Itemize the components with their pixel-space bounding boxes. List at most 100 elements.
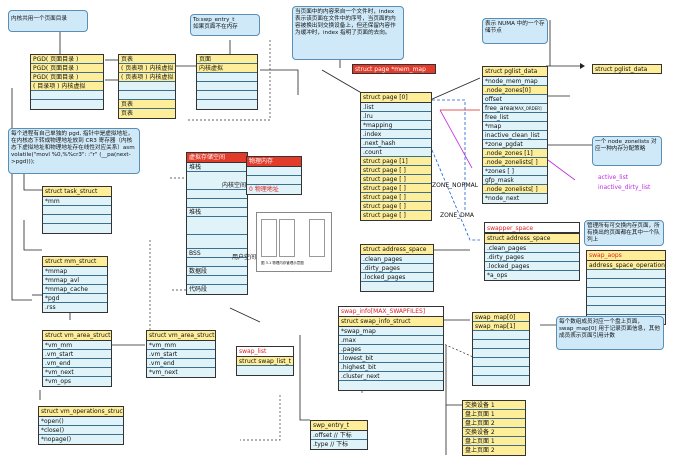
vma2-title: struct vm_area_struct <box>147 331 215 341</box>
swap-info-field: .cluster_next <box>339 372 443 381</box>
pgd-entry: PGD( 页面目录 ) <box>31 73 103 82</box>
pglist-field: *map <box>483 122 547 131</box>
pglist-field: .node_zones[0] <box>483 86 547 95</box>
note-text: 一个 node_zonelists 对应一种内存分配策略 <box>595 139 657 152</box>
vma1-field: *vm_ops <box>43 377 111 386</box>
swap-info-struct: swap_info[MAX_SWAPFILES] struct swap_inf… <box>338 306 444 391</box>
mm-struct: struct mm_struct *mmap *mmap_avl *mmap_c… <box>42 256 108 313</box>
swap-info-field: .lowest_bit <box>339 354 443 363</box>
page-table-entry <box>119 91 175 100</box>
task-struct-field <box>43 206 111 215</box>
vm-segment: 堆栈 <box>187 208 247 217</box>
swapper-space-text: swapper_space <box>487 225 534 232</box>
vm-area-struct-1: struct vm_area_struct *vm_mm .vm_start .… <box>42 330 112 387</box>
address-space-mid-field: .locked_pages <box>361 273 433 282</box>
struct-page-0-title: struct page [0] <box>361 93 431 103</box>
swap-device-item: 盘上页面 1 <box>463 437 525 446</box>
swap-map-entry <box>473 349 529 358</box>
pglist-field: .node_zonelists[ ] <box>483 158 547 167</box>
task-struct-field <box>43 224 111 233</box>
mm-struct-field: *mmap <box>43 267 107 276</box>
page-table-entry: 页表 <box>119 100 175 109</box>
kernel-space-label: 内核空间>3G <box>222 182 260 189</box>
vm-segment: 堆栈 <box>187 163 247 172</box>
swap-info-array-label: swap_info[MAX_SWAPFILES] <box>339 307 443 317</box>
virtual-memory-title: 虚拟存储空间 <box>187 153 247 163</box>
pgd-entry <box>31 100 103 109</box>
aso-row <box>587 288 665 297</box>
swap-info-field: *swap_map <box>339 327 443 336</box>
user-space-label: 用户空间 <box>232 254 257 261</box>
swap-aops-text: swap_aops <box>589 252 622 259</box>
address-space-field: .locked_pages <box>485 262 579 271</box>
swapper-space-label: swapper_space <box>484 222 580 233</box>
page-table-entry: 页表 <box>119 55 175 64</box>
vma1-field: *vm_mm <box>43 341 111 350</box>
page-row <box>197 100 257 109</box>
swap-list-label: swap_list <box>237 347 293 357</box>
swp-entry-field: .type // 下标 <box>311 440 367 449</box>
vm-ops-field: *open() <box>39 417 123 426</box>
struct-page-item: struct page [1] <box>361 157 431 166</box>
aso-title: address_space_operations <box>587 261 665 270</box>
vma2-field: *vm_mm <box>147 341 215 350</box>
figure-block <box>261 219 277 257</box>
vm-ops-field: *close() <box>39 426 123 435</box>
swap-list: swap_list struct swap_list_t <box>236 346 294 376</box>
task-struct-field: *mm <box>43 197 111 206</box>
vm-segment: 代码段 <box>187 285 247 294</box>
swap-map-entry <box>473 331 529 340</box>
pgd-entry <box>31 91 103 100</box>
pglist-field: offset <box>483 95 547 104</box>
vm-ops-field: *nopage() <box>39 435 123 444</box>
swap-device-item: 交换设备 1 <box>463 401 525 410</box>
pglist-data: struct pglist_data *node_mem_map .node_z… <box>482 66 548 204</box>
task-struct-field <box>43 215 111 224</box>
swap-map-entry: swap_map[0] <box>473 313 529 322</box>
vm-segment: 数据段 <box>187 267 247 276</box>
swap-map-entry <box>473 358 529 367</box>
swap-info-field: .max <box>339 336 443 345</box>
vm-segment <box>187 217 247 235</box>
note-index-meaning: 当页面中的内容来自一个文件时，index 表示该页面在文件中的序号，当页面的内容… <box>292 6 404 60</box>
address-space-mid-field: .clean_pages <box>361 255 433 264</box>
page-row: 内核虚拟 <box>197 64 257 73</box>
page-table-entry: 页表 <box>119 109 175 118</box>
struct-page-field: .list <box>361 103 431 112</box>
active-list-label: active_list <box>598 174 629 181</box>
aso-row <box>587 297 665 306</box>
aso-row <box>587 306 665 315</box>
struct-page-field: *mapping <box>361 121 431 130</box>
struct-page-item: struct page [ ] <box>361 175 431 184</box>
vma1-field: .vm_end <box>43 359 111 368</box>
free-area-label: free_area <box>485 105 514 112</box>
free-area-suffix: [MAX_ORDER] <box>513 106 542 111</box>
address-space-operations: swap_aops address_space_operations <box>586 250 666 325</box>
vm-segment: BSS <box>187 249 247 258</box>
swp-entry-title: swp_entry_t <box>311 421 367 431</box>
swap-device-item: 盘上页面 2 <box>463 419 525 428</box>
vm-area-struct-2: struct vm_area_struct *vm_mm .vm_start .… <box>146 330 216 378</box>
pglist-field: *zone_pgdat <box>483 140 547 149</box>
struct-page-field: .next_hash <box>361 139 431 148</box>
vm-ops-title: struct vm_operations_struct <box>39 407 123 417</box>
struct-page-item: struct page [ ] <box>361 184 431 193</box>
vma1-field: .vm_start <box>43 350 111 359</box>
vma2-field: .vm_start <box>147 350 215 359</box>
note-text: 每个进程有自己单独的 pgd, 指针中是虚拟地址，在内核态下转成物理地址放到 C… <box>11 131 135 165</box>
swap-info-field <box>339 381 443 390</box>
note-swp-entry: To:swp_entry_t 如果页面不在内存 <box>190 14 260 36</box>
note-shared-page-directory: 内核共用一个页面目录 <box>8 10 88 32</box>
vm-segment <box>187 276 247 285</box>
physical-memory: 物理内存 0 物理地址 <box>246 156 302 195</box>
pgd-entry: PGD( 页面目录 ) <box>31 55 103 64</box>
page-table-entry <box>119 82 175 91</box>
page-table: 页表 ( 页表项 ) 内核虚拟 ( 页表项 ) 内核虚拟 页表 页表 <box>118 54 176 119</box>
note-address-space: 管理所有可交换内存页面，所有换出的页面都在其中一个队列上 <box>584 220 664 246</box>
figure-caption: 图 3.1 物理内存管理示意图 <box>261 261 304 265</box>
swap-aops-label: swap_aops <box>587 251 665 261</box>
pgd-entry: PGD( 页面目录 ) <box>31 64 103 73</box>
pglist-field: free_area[MAX_ORDER] <box>483 104 547 113</box>
phys-row <box>247 176 301 185</box>
address-space-right: struct address_space .clean_pages .dirty… <box>484 233 580 281</box>
